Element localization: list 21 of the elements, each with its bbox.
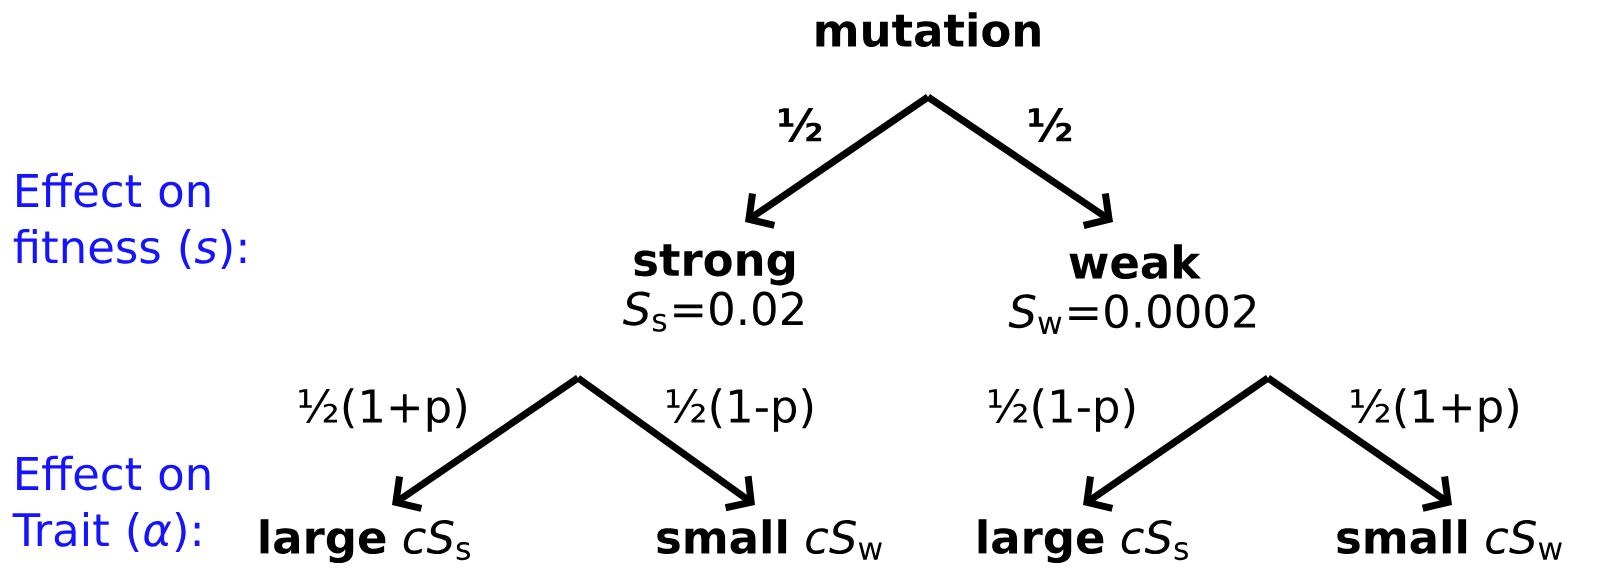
edge-label: ½ xyxy=(1028,107,1072,143)
outcome-label: small cS$_{w}$ xyxy=(1337,519,1562,560)
arrow xyxy=(1083,375,1270,512)
category-label: weak S$_{w}$=0.0002 xyxy=(1008,244,1256,334)
arrow xyxy=(745,94,930,229)
root-label: mutation xyxy=(816,12,1040,48)
axis-label: Effect on fitness (s): xyxy=(13,172,246,270)
edge-label: ½(1+p) xyxy=(1351,388,1518,432)
arrow xyxy=(1266,375,1452,512)
outcome-label: large cS$_{s}$ xyxy=(260,519,470,564)
arrow xyxy=(575,375,756,512)
axis-label: Effect on Trait (α): xyxy=(12,455,210,553)
arrow xyxy=(392,375,580,512)
edge-label: ½(1-p) xyxy=(989,388,1135,432)
edge-label: ½ xyxy=(778,107,822,143)
edge-label: ½(1+p) xyxy=(299,388,466,432)
outcome-label: small cS$_{w}$ xyxy=(657,519,882,560)
category-label: strong S$_{s}$=0.02 xyxy=(623,244,803,332)
arrow xyxy=(926,94,1113,229)
outcome-label: large cS$_{s}$ xyxy=(978,519,1188,564)
edge-label: ½(1-p) xyxy=(667,388,813,432)
